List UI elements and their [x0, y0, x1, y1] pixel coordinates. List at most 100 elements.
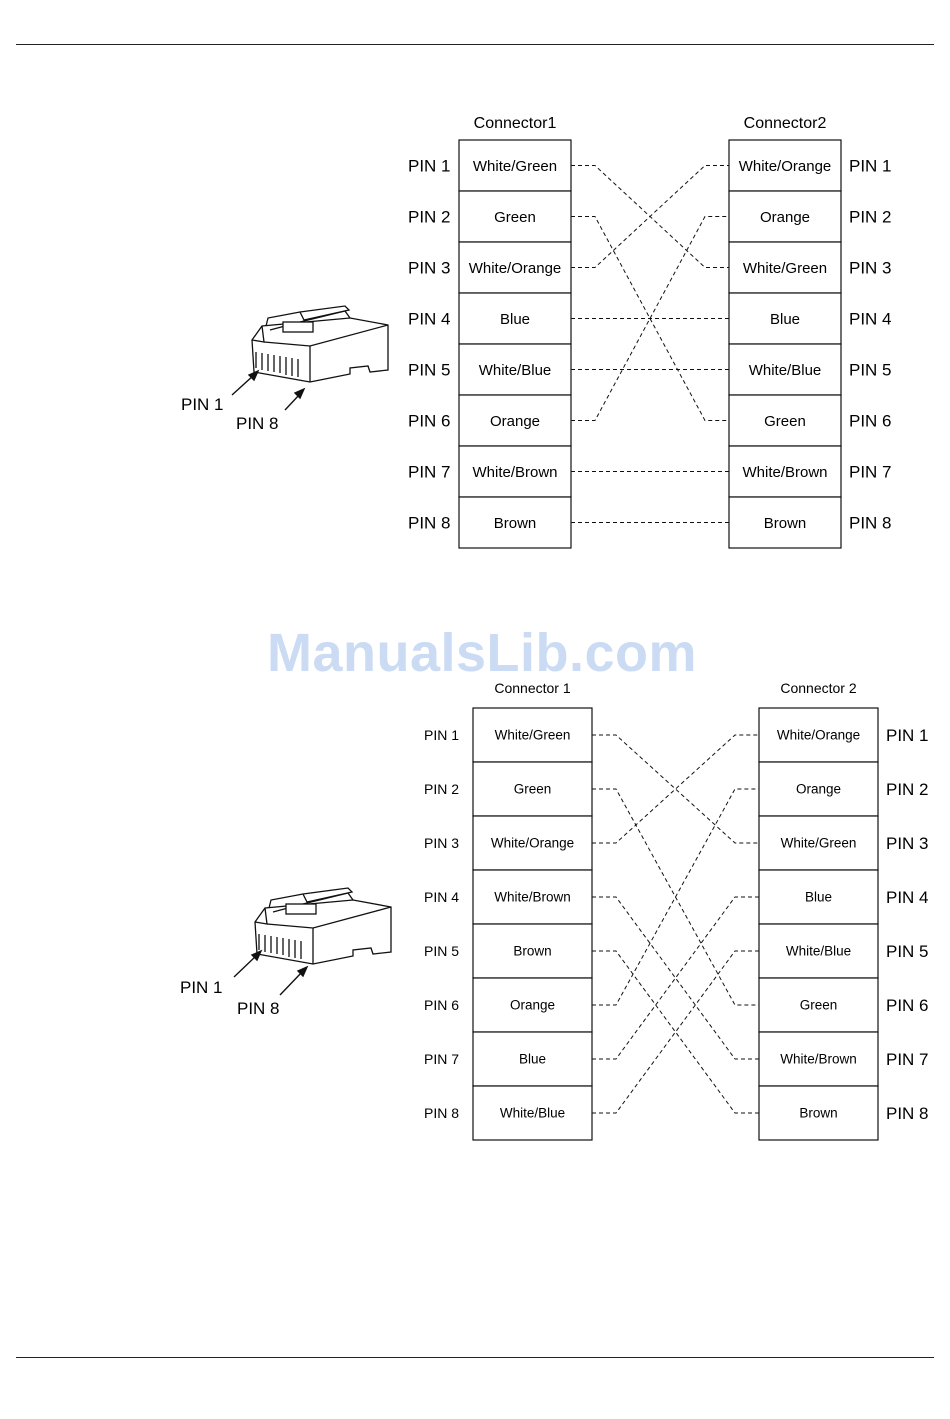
connector2-cell-label: Orange [760, 209, 810, 226]
connector1-cell-label: White/Orange [469, 260, 562, 277]
connector1-cell-box [472, 1031, 593, 1087]
plug-pin1-label-top: PIN 1 [181, 395, 224, 414]
pin-label-left: PIN 1 [408, 156, 451, 175]
rj45-plug-icon-top [251, 305, 389, 383]
connector2-cell-box [728, 190, 842, 243]
plug-pin8-label-top: PIN 8 [236, 414, 279, 433]
plug-pin1-label-bottom: PIN 1 [180, 978, 223, 997]
pin-label-right: PIN 2 [849, 207, 892, 226]
connector2-cell-box [758, 1031, 879, 1087]
connector2-cell-label: Blue [770, 311, 800, 328]
pin-label-right: PIN 3 [849, 258, 892, 277]
connector1-cell-label: Brown [513, 944, 551, 959]
pin-label-right: PIN 1 [886, 726, 929, 745]
pin-label-left: PIN 5 [408, 360, 451, 379]
connector2-cell-box [758, 869, 879, 925]
pin-label-right: PIN 2 [886, 780, 929, 799]
wire-pin5-to-pin8 [592, 950, 759, 1114]
connector2-cell-label: White/Green [781, 836, 857, 851]
connector1-cell-label: Blue [519, 1052, 546, 1067]
connector2-cell-box [758, 923, 879, 979]
pin-label-right: PIN 4 [849, 309, 892, 328]
connector2-cell-label: Brown [799, 1106, 837, 1121]
watermark: ManualsLib.com [266, 623, 698, 683]
connector2-title: Connector2 [744, 115, 827, 132]
wire-pin8-to-pin5 [592, 950, 759, 1114]
connector2-cell-label: Blue [805, 890, 832, 905]
connector2-cell-label: White/Blue [786, 944, 851, 959]
connector1-cell-box [458, 343, 572, 396]
pin-label-left: PIN 8 [424, 1105, 459, 1121]
connector2-cell-label: White/Orange [739, 158, 832, 175]
wire-pin4-to-pin7 [592, 896, 759, 1060]
connector1-cell-label: White/Green [495, 728, 571, 743]
pin-label-left: PIN 5 [424, 943, 459, 959]
wire-pin6-to-pin2 [571, 216, 729, 421]
pin-label-left: PIN 1 [424, 727, 459, 743]
pin-label-right: PIN 6 [886, 996, 929, 1015]
connector2-cell-box [728, 445, 842, 498]
pin-label-right: PIN 4 [886, 888, 929, 907]
connector2-cell-box [728, 292, 842, 345]
connector2-cell-label: Orange [796, 782, 841, 797]
pin-label-right: PIN 5 [849, 360, 892, 379]
pin-label-left: PIN 4 [424, 889, 459, 905]
wire-pin3-to-pin1 [592, 734, 759, 844]
pin-label-left: PIN 6 [424, 997, 459, 1013]
pin-label-left: PIN 3 [424, 835, 459, 851]
connector2-cell-box [728, 241, 842, 294]
connector1-cell-box [472, 869, 593, 925]
connector1-cell-label: White/Green [473, 158, 557, 175]
bottom-rule [16, 1357, 934, 1358]
connector1-cell-box [472, 761, 593, 817]
connector1-cell-box [472, 815, 593, 871]
connector1-cell-label: Orange [510, 998, 555, 1013]
pin-label-right: PIN 3 [886, 834, 929, 853]
connector1-cell-box [472, 707, 593, 763]
wire-pin2-to-pin6 [571, 216, 729, 421]
connector1-cell-box [458, 445, 572, 498]
connector2-cell-label: White/Brown [742, 464, 827, 481]
pin-arrows [231, 369, 309, 996]
connector1-cell-label: White/Orange [491, 836, 574, 851]
connector1-cell-box [458, 496, 572, 549]
rj45-plug-icon-bottom [254, 887, 392, 965]
pin-label-right: PIN 5 [886, 942, 929, 961]
pin-label-left: PIN 8 [408, 513, 451, 532]
connector1-cell-label: White/Brown [494, 890, 571, 905]
top-rule [16, 44, 934, 45]
connector2-title: Connector 2 [780, 680, 856, 696]
pin-label-right: PIN 7 [849, 462, 892, 481]
connector1-title: Connector1 [474, 115, 557, 132]
connector2-cell-label: White/Brown [780, 1052, 857, 1067]
connector1-cell-label: Brown [494, 515, 537, 532]
pin-label-right: PIN 8 [886, 1104, 929, 1123]
connector1-cell-box [458, 139, 572, 192]
connector2-cell-label: White/Green [743, 260, 827, 277]
pin-label-right: PIN 8 [849, 513, 892, 532]
wire-pin7-to-pin4 [592, 896, 759, 1060]
connector2-cell-label: Green [800, 998, 838, 1013]
connector1-cell-label: Orange [490, 413, 540, 430]
connector2-cell-box [728, 394, 842, 447]
pin-label-left: PIN 3 [408, 258, 451, 277]
pin-label-left: PIN 4 [408, 309, 451, 328]
connector2-cell-box [728, 343, 842, 396]
wire-pin3-to-pin1 [571, 165, 729, 268]
connector2-cell-box [728, 139, 842, 192]
wire-pin6-to-pin2 [592, 788, 759, 1006]
connector2-cell-label: Green [764, 413, 806, 430]
pin-label-left: PIN 7 [424, 1051, 459, 1067]
wire-pin1-to-pin3 [592, 734, 759, 844]
pin-label-left: PIN 6 [408, 411, 451, 430]
connector1-cell-label: Green [494, 209, 536, 226]
pin-label-left: PIN 2 [408, 207, 451, 226]
connector2-cell-label: White/Blue [749, 362, 822, 379]
connector2-cell-box [758, 707, 879, 763]
connector1-cell-label: Blue [500, 311, 530, 328]
connector1-cell-label: Green [514, 782, 552, 797]
